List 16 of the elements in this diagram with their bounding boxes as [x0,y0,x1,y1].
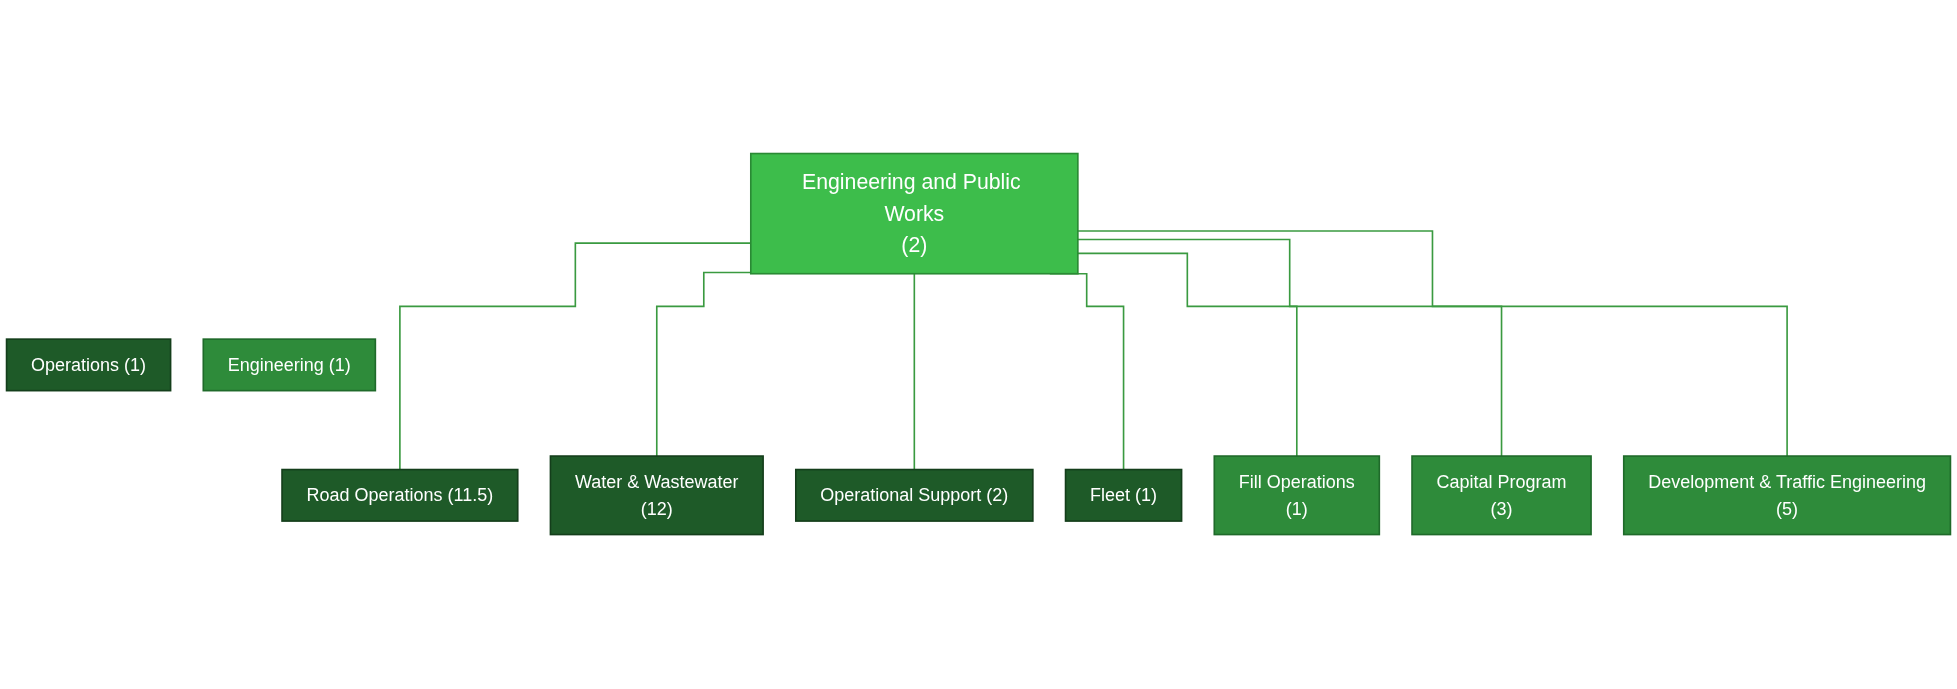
node-box: Engineering (1) [202,338,377,392]
node-box: Capital Program (3) [1411,455,1592,536]
node-box: Operations (1) [5,338,172,392]
connector [399,242,752,471]
connector [913,273,916,471]
node-box: Water & Wastewater (12) [549,455,764,536]
connector [1077,252,1298,458]
node-box: Operational Support (2) [795,469,1034,523]
connector [1077,239,1503,458]
connector [1077,230,1788,458]
node-box: Fill Operations (1) [1213,455,1381,536]
connector [655,272,752,458]
node-box: Development & Traffic Engineering (5) [1622,455,1952,536]
node-box: Engineering and Public Works (2) [749,153,1079,275]
node-box: Fleet (1) [1064,469,1183,523]
node-box: Road Operations (11.5) [281,469,519,523]
